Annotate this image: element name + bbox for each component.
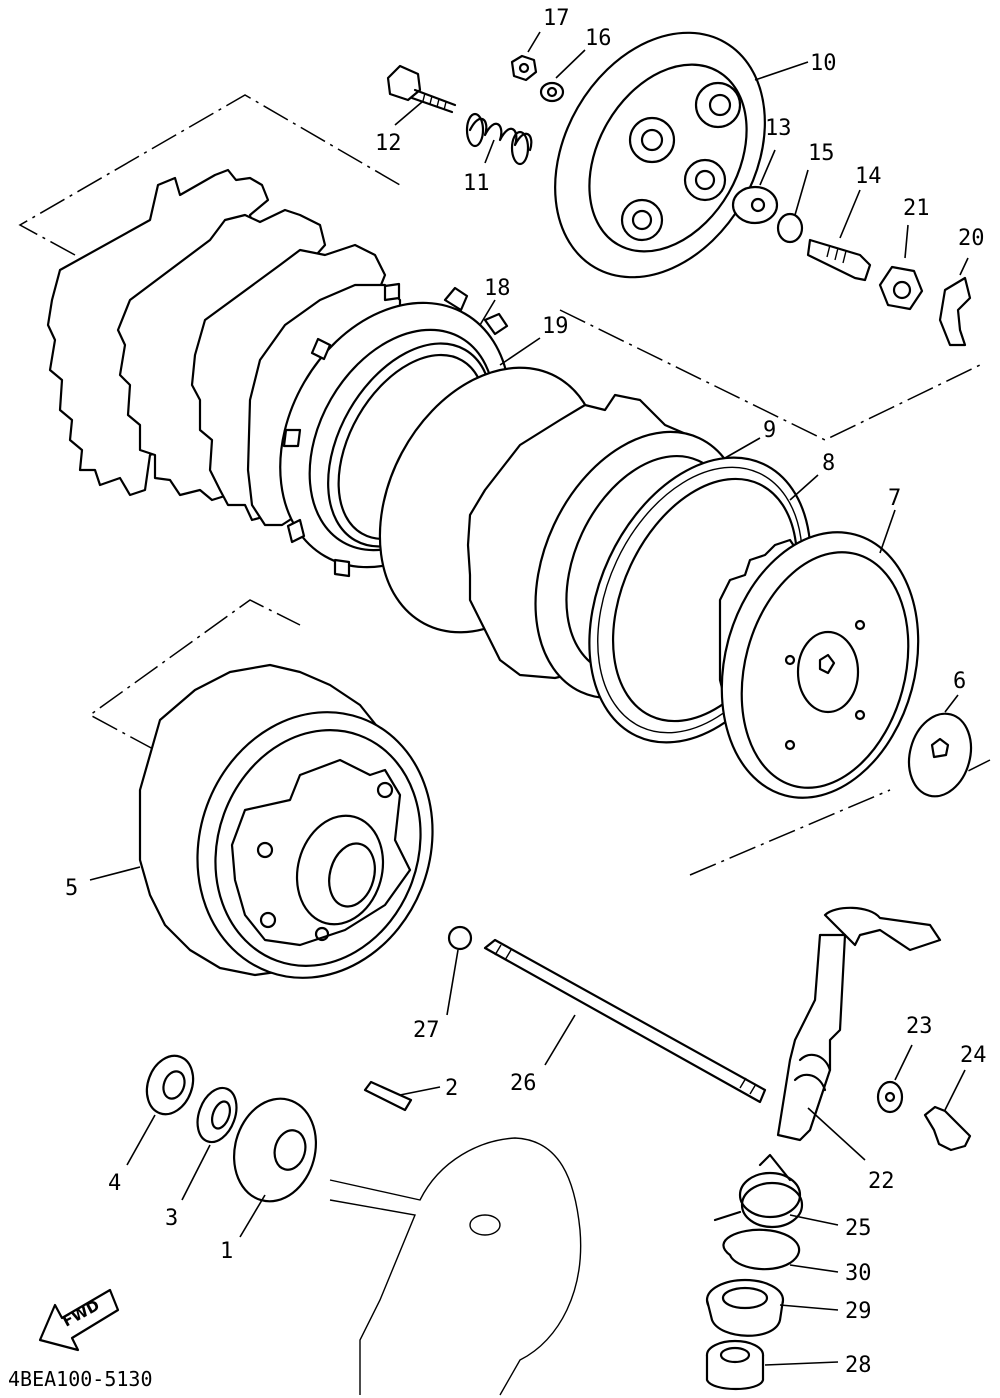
part-27-ball (447, 925, 473, 951)
callout-11: 11 (463, 171, 490, 196)
part-30-circlip (722, 1228, 801, 1271)
part-14-push-rod (806, 238, 872, 282)
callout-14: 14 (855, 164, 882, 189)
callout-16: 16 (585, 26, 612, 51)
callout-23: 23 (906, 1014, 933, 1039)
callout-8: 8 (822, 451, 835, 476)
part-2-key (363, 1080, 413, 1112)
callout-5: 5 (65, 876, 78, 901)
part-24-bolt (923, 1105, 972, 1152)
callout-22: 22 (868, 1169, 895, 1194)
callout-3: 3 (165, 1206, 178, 1231)
callout-19: 19 (542, 314, 569, 339)
callout-26: 26 (510, 1071, 537, 1096)
callout-10: 10 (810, 51, 837, 76)
part-17-nut (510, 54, 538, 82)
callout-28: 28 (845, 1353, 872, 1378)
fwd-arrow-icon: FWD (38, 1288, 120, 1352)
part-15-circlip (776, 212, 804, 244)
part-10-pressure-plate (554, 31, 766, 279)
part-1-primary-drive-gear (232, 1097, 318, 1203)
callout-6: 6 (953, 669, 966, 694)
callout-7: 7 (888, 486, 901, 511)
part-16-washer (539, 81, 565, 103)
callout-13: 13 (765, 116, 792, 141)
callout-20: 20 (958, 226, 985, 251)
part-6-lock-washer (907, 712, 973, 798)
callout-27: 27 (413, 1018, 440, 1043)
part-5-clutch-housing (138, 663, 434, 979)
part-21-nut (878, 265, 924, 311)
callout-9: 9 (763, 418, 776, 443)
part-3-thrust-washer (196, 1086, 238, 1144)
callout-21: 21 (903, 196, 930, 221)
crankshaft-outline (329, 1137, 582, 1396)
callout-24: 24 (960, 1043, 987, 1068)
part-25-torsion-spring (713, 1153, 804, 1229)
callout-25: 25 (845, 1216, 872, 1241)
part-29-oil-seal (705, 1278, 785, 1337)
part-12-bolt (386, 64, 457, 114)
part-13-bearing (731, 185, 779, 225)
callout-12: 12 (375, 131, 402, 156)
callout-1: 1 (220, 1239, 233, 1264)
callout-29: 29 (845, 1299, 872, 1324)
part-11-spring (465, 112, 533, 166)
figure-code: 4BEA100-5130 (8, 1367, 153, 1391)
part-28-bush (705, 1339, 765, 1390)
part-22-push-lever (776, 906, 942, 1142)
part-7-clutch-boss (718, 531, 920, 799)
callout-30: 30 (845, 1261, 872, 1286)
callout-2: 2 (445, 1076, 458, 1101)
callout-4: 4 (108, 1171, 121, 1196)
leader-lines (89, 31, 969, 1366)
callout-17: 17 (543, 6, 570, 31)
callout-15: 15 (808, 141, 835, 166)
part-23-washer (876, 1080, 904, 1114)
callout-18: 18 (484, 276, 511, 301)
callout-labels: 1 2 3 4 5 6 7 8 9 10 11 12 13 14 15 16 1… (65, 6, 987, 1378)
part-20-lock-washer (938, 276, 972, 347)
part-4-collar (145, 1054, 195, 1116)
part-26-push-rod (483, 938, 767, 1104)
